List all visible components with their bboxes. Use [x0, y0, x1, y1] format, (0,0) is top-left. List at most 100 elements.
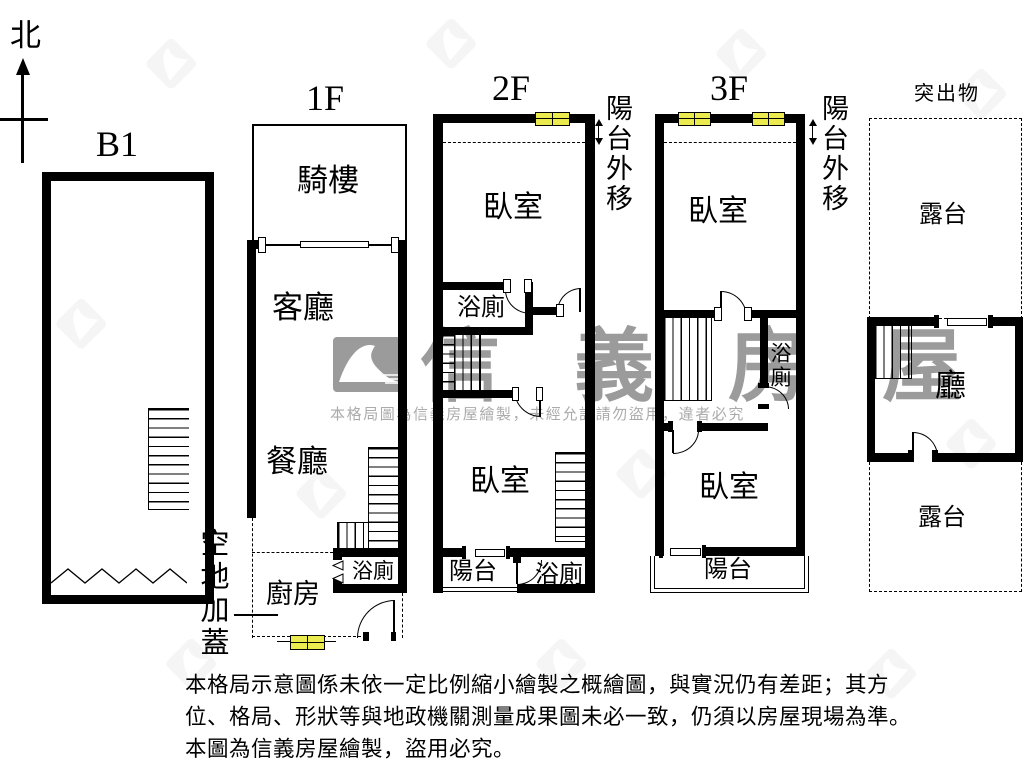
- f2-balcony-note: 陽台外移: [602, 94, 632, 214]
- f2-balcony-shift-line: [443, 142, 585, 143]
- f2-balcony-label: 陽台: [449, 559, 497, 585]
- sinyi-logo-icon: [333, 337, 405, 392]
- window-jamb: [988, 315, 993, 328]
- door-opening-arrow-icon: [331, 571, 344, 589]
- floor-title-2f: 2F: [492, 68, 531, 108]
- floor-title-b1: B1: [96, 124, 139, 164]
- faint-brand-tile-icon: [609, 441, 678, 510]
- door-jamb: [512, 387, 519, 401]
- door-jamb: [556, 304, 564, 317]
- door-jamb: [524, 279, 532, 293]
- wall: [655, 310, 718, 318]
- window-tick: [277, 641, 290, 643]
- wall: [796, 114, 805, 556]
- wall: [867, 317, 875, 462]
- floor-title-1f: 1F: [306, 78, 345, 118]
- f3-balcony-label: 陽台: [704, 557, 752, 583]
- wall: [433, 327, 533, 335]
- door-jamb: [758, 383, 769, 388]
- faint-brand-tile-icon: [529, 631, 598, 700]
- f3-balcony-outline: [650, 556, 809, 593]
- door-jamb: [503, 279, 511, 293]
- door-jamb: [758, 404, 769, 409]
- f2-stairs: [454, 335, 481, 392]
- door-leaf: [720, 291, 722, 316]
- door-leaf: [539, 390, 541, 416]
- wall: [433, 548, 465, 557]
- f1-stairs-lower: [337, 522, 369, 550]
- wall: [333, 578, 342, 593]
- f1-kitchen-label: 廚房: [266, 579, 320, 609]
- f3-balcony-window: [670, 548, 701, 556]
- wall: [937, 453, 1023, 462]
- door-jamb: [363, 632, 369, 641]
- f1-bathroom-label: 浴廁: [352, 559, 394, 583]
- disclaimer-line-2: 位、格局、形狀等與地政機關測量成果圖未必一致，仍須以房屋現場為準。: [185, 705, 912, 729]
- door-leaf: [579, 288, 581, 312]
- faint-brand-tile-icon: [159, 631, 228, 700]
- wall: [867, 317, 938, 326]
- window-jamb: [506, 546, 510, 559]
- measure-arrow-icon: [809, 119, 817, 126]
- wall: [398, 240, 407, 593]
- compass-north-label: 北: [10, 18, 41, 53]
- wall: [517, 584, 595, 593]
- b1-stairs: [148, 408, 189, 510]
- wall: [433, 390, 517, 398]
- wall: [525, 282, 533, 335]
- faint-brand-tile-icon: [419, 11, 488, 80]
- b1-note-leader-line: [234, 614, 278, 616]
- door-leaf: [672, 430, 674, 453]
- door-jamb: [697, 421, 702, 432]
- wall: [585, 114, 595, 593]
- b1-room-outline: [42, 172, 214, 604]
- wall: [433, 114, 595, 123]
- window-jamb: [659, 545, 663, 558]
- window-icon: [678, 112, 711, 126]
- f1-kitchen-dashed-edge: [252, 518, 253, 638]
- door-leaf: [393, 600, 395, 637]
- wall: [706, 547, 805, 556]
- b1-side-note: 空地加蓋: [196, 528, 228, 660]
- wall: [433, 114, 443, 593]
- door-jamb: [258, 237, 266, 253]
- f2-bedroom-rear-label: 臥室: [470, 465, 530, 498]
- f1-stairs: [368, 447, 399, 548]
- wall: [247, 240, 256, 518]
- f1-kitchen-dashed-edge: [252, 636, 290, 637]
- window-jamb: [934, 315, 939, 328]
- hall-window: [947, 318, 987, 326]
- wall: [333, 548, 342, 560]
- wall: [760, 318, 768, 388]
- wall: [333, 584, 407, 593]
- terrace-rear-label: 露台: [918, 505, 966, 531]
- terrace-front-dashed-outline: [869, 118, 1022, 319]
- door-jamb: [714, 307, 722, 321]
- faint-brand-tile-icon: [709, 21, 778, 90]
- hall-label: 廳: [935, 368, 966, 403]
- f2-bathroom-rear-label: 浴廁: [535, 562, 583, 588]
- door-jamb: [744, 307, 752, 321]
- wall: [655, 114, 664, 556]
- wall: [655, 423, 671, 431]
- f1-kitchen-dashed-edge: [252, 552, 333, 553]
- f3-stairs: [664, 318, 712, 401]
- protrusion-stairs: [875, 326, 912, 379]
- f2-stairs-up: [555, 452, 586, 542]
- door-jamb: [908, 450, 914, 462]
- door-jamb: [391, 237, 399, 253]
- north-arrow-icon: [16, 58, 30, 75]
- door-jamb: [536, 387, 543, 401]
- terrace-front-label: 露台: [919, 202, 967, 228]
- wall: [746, 310, 805, 318]
- f3-bathroom-label: 浴廁: [768, 342, 792, 390]
- window-tick: [323, 641, 336, 643]
- door-jamb: [932, 450, 938, 462]
- window-jamb: [462, 546, 466, 559]
- faint-brand-tile-icon: [49, 291, 118, 360]
- wall: [700, 423, 768, 431]
- faint-brand-tile-icon: [859, 641, 928, 710]
- f1-dining-room-label: 餐廳: [266, 444, 328, 479]
- measure-arrow-icon: [598, 121, 599, 143]
